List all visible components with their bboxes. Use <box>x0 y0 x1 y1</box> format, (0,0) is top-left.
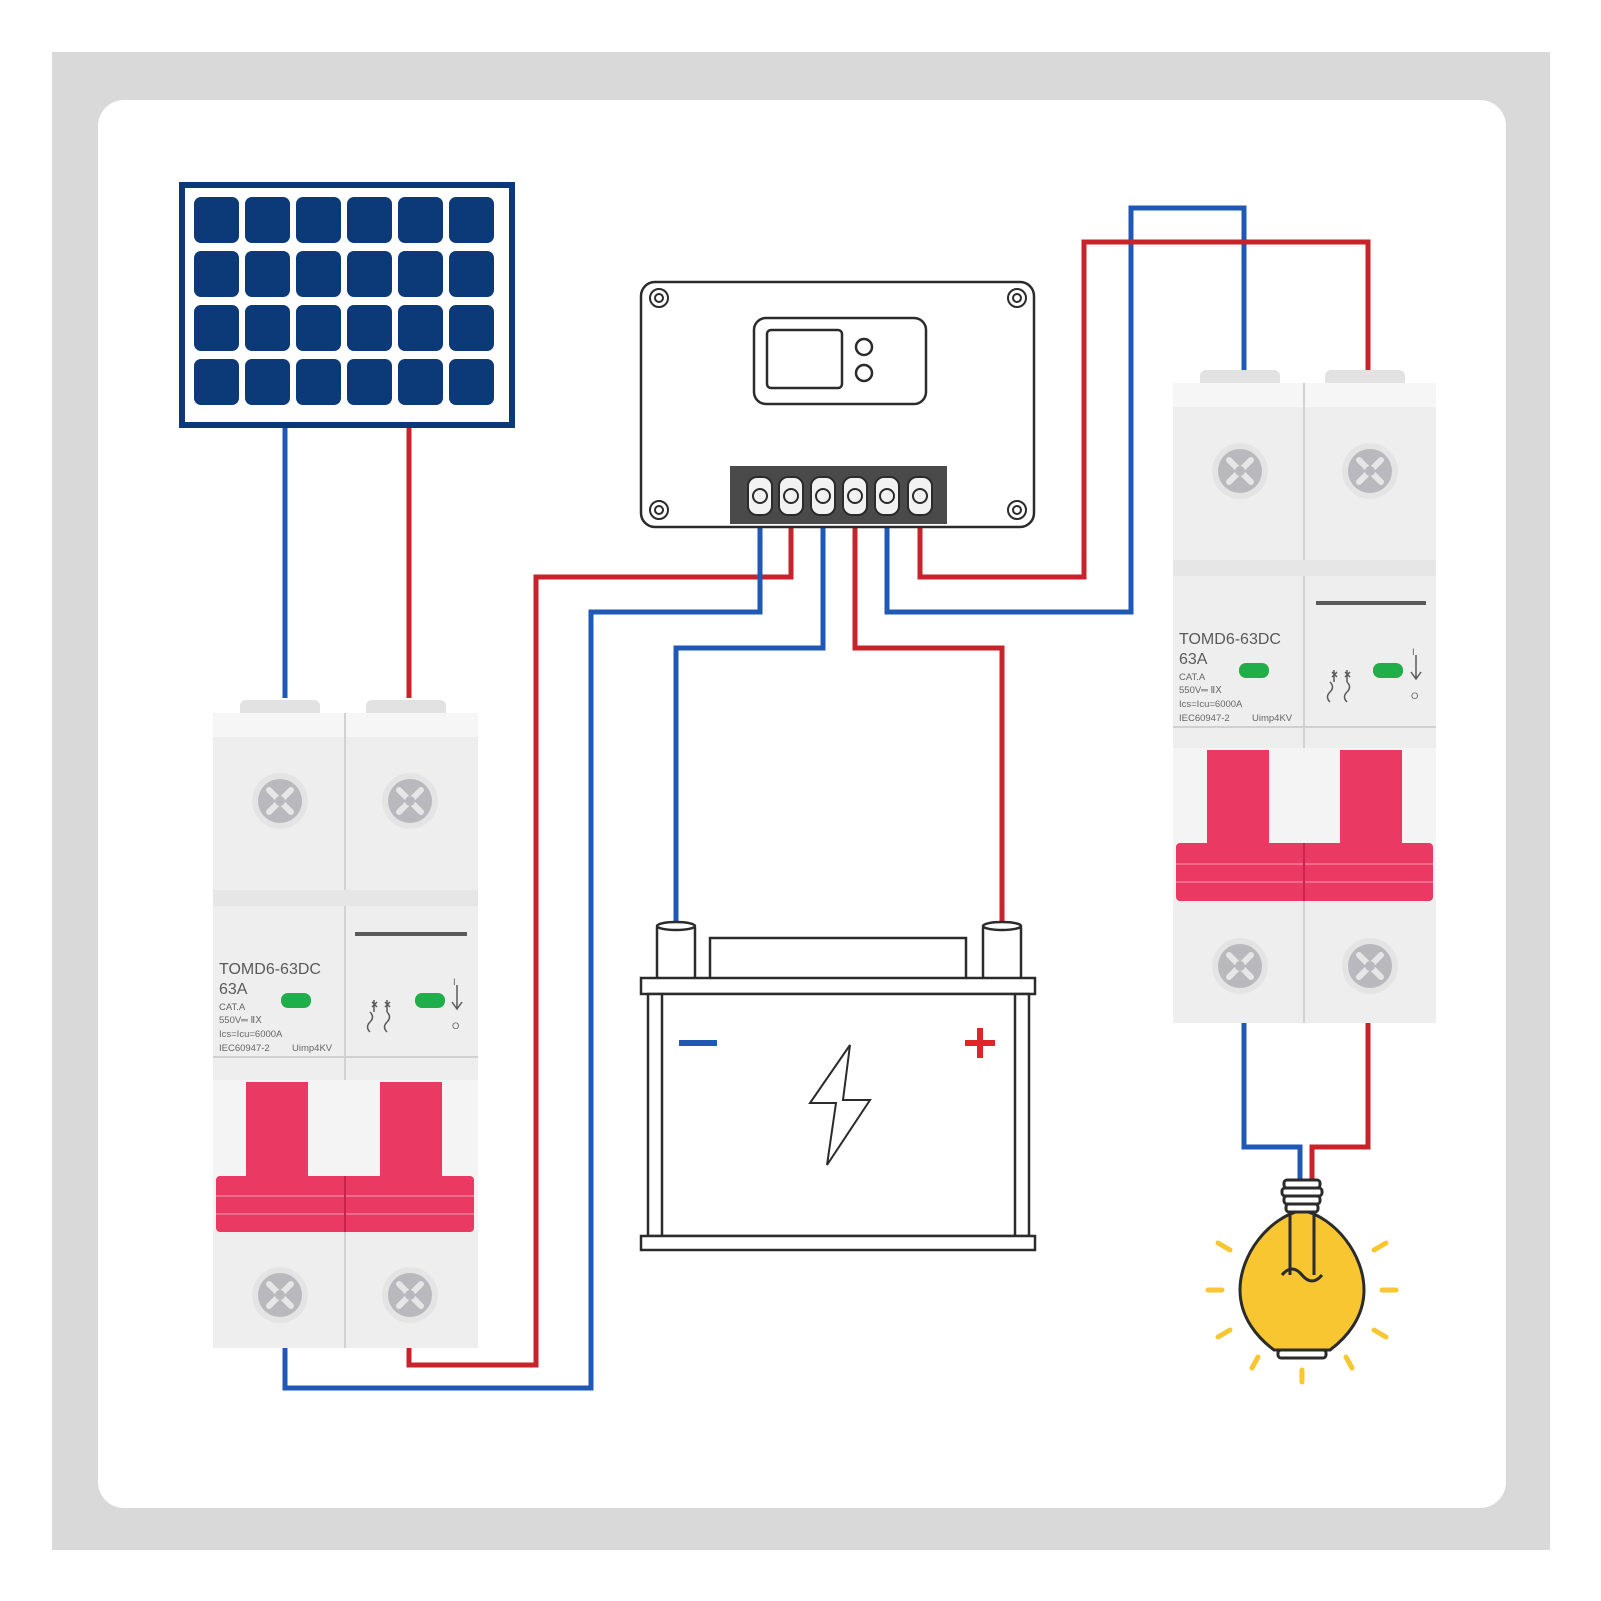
solar-cell <box>245 359 290 405</box>
light-bulb-icon <box>1205 1178 1399 1385</box>
breaker-left-rating: 63A <box>219 981 248 998</box>
solar-panel-icon <box>179 182 515 428</box>
solar-cell <box>347 305 392 351</box>
breaker-left-on-mark: I <box>453 977 456 988</box>
wire-battery-positive <box>852 527 1005 930</box>
breaker-right-breaking: Ics=Icu=6000A <box>1179 699 1243 710</box>
indicator-right-a <box>1239 663 1269 678</box>
solar-cell <box>449 197 494 243</box>
breaker-right-category: CAT.A <box>1179 672 1206 683</box>
breaker-left-category: CAT.A <box>219 1002 246 1013</box>
solar-cell <box>194 251 239 297</box>
breaker-left <box>213 700 478 1348</box>
indicator-right-b <box>1373 663 1403 678</box>
wire-breaker-left-negative <box>282 527 763 1391</box>
breaker-left-off-mark: O <box>452 1021 460 1032</box>
solar-cell <box>296 305 341 351</box>
solar-cell <box>245 197 290 243</box>
solar-cell <box>194 305 239 351</box>
breaker-left-uimp: Uimp4KV <box>292 1043 333 1054</box>
solar-cell <box>245 251 290 297</box>
solar-cell <box>398 359 443 405</box>
breaker-right-voltage: 550V═ ⅡⅩ <box>1179 685 1222 696</box>
breaker-right-rating: 63A <box>1179 651 1208 668</box>
controller-display <box>752 316 928 406</box>
breaker-right-standard: IEC60947-2 <box>1179 713 1230 724</box>
bulb-rays <box>1205 1240 1399 1385</box>
breaker-right-on-mark: I <box>1412 647 1415 658</box>
battery-minus-icon <box>679 1040 717 1046</box>
solar-cell <box>398 305 443 351</box>
solar-cell <box>449 251 494 297</box>
breaker-left-model: TOMD6-63DC <box>219 961 321 978</box>
solar-cell <box>194 197 239 243</box>
breaker-left-voltage: 550V═ ⅡⅩ <box>219 1015 262 1026</box>
wire-bulb-negative <box>1241 1020 1303 1180</box>
wire-breaker-left-positive <box>406 527 794 1368</box>
wires <box>282 205 1371 1391</box>
battery-icon <box>639 920 1037 1252</box>
wire-bulb-positive <box>1309 1020 1371 1180</box>
solar-cell <box>398 251 443 297</box>
indicator-left-b <box>415 993 445 1008</box>
solar-cell <box>194 359 239 405</box>
breaker-right-model: TOMD6-63DC <box>1179 631 1281 648</box>
solar-cell <box>449 305 494 351</box>
lightning-icon <box>808 1044 872 1166</box>
breaker-right <box>1173 370 1436 1023</box>
wire-battery-negative <box>673 527 826 930</box>
breaker-right-off-mark: O <box>1411 691 1419 702</box>
solar-cell <box>347 197 392 243</box>
solar-cell <box>245 305 290 351</box>
charge-controller-icon <box>639 280 1036 529</box>
indicator-left-a <box>281 993 311 1008</box>
wire-load-negative <box>884 205 1247 615</box>
solar-cell <box>449 359 494 405</box>
solar-cell <box>347 359 392 405</box>
solar-cell <box>296 359 341 405</box>
solar-cell <box>347 251 392 297</box>
breaker-right-uimp: Uimp4KV <box>1252 713 1293 724</box>
breaker-left-breaking: Ics=Icu=6000A <box>219 1029 283 1040</box>
solar-cell <box>398 197 443 243</box>
battery-plus-icon <box>965 1028 995 1058</box>
breaker-left-standard: IEC60947-2 <box>219 1043 270 1054</box>
solar-cell <box>296 197 341 243</box>
solar-cell <box>296 251 341 297</box>
wire-load-positive <box>917 239 1371 580</box>
